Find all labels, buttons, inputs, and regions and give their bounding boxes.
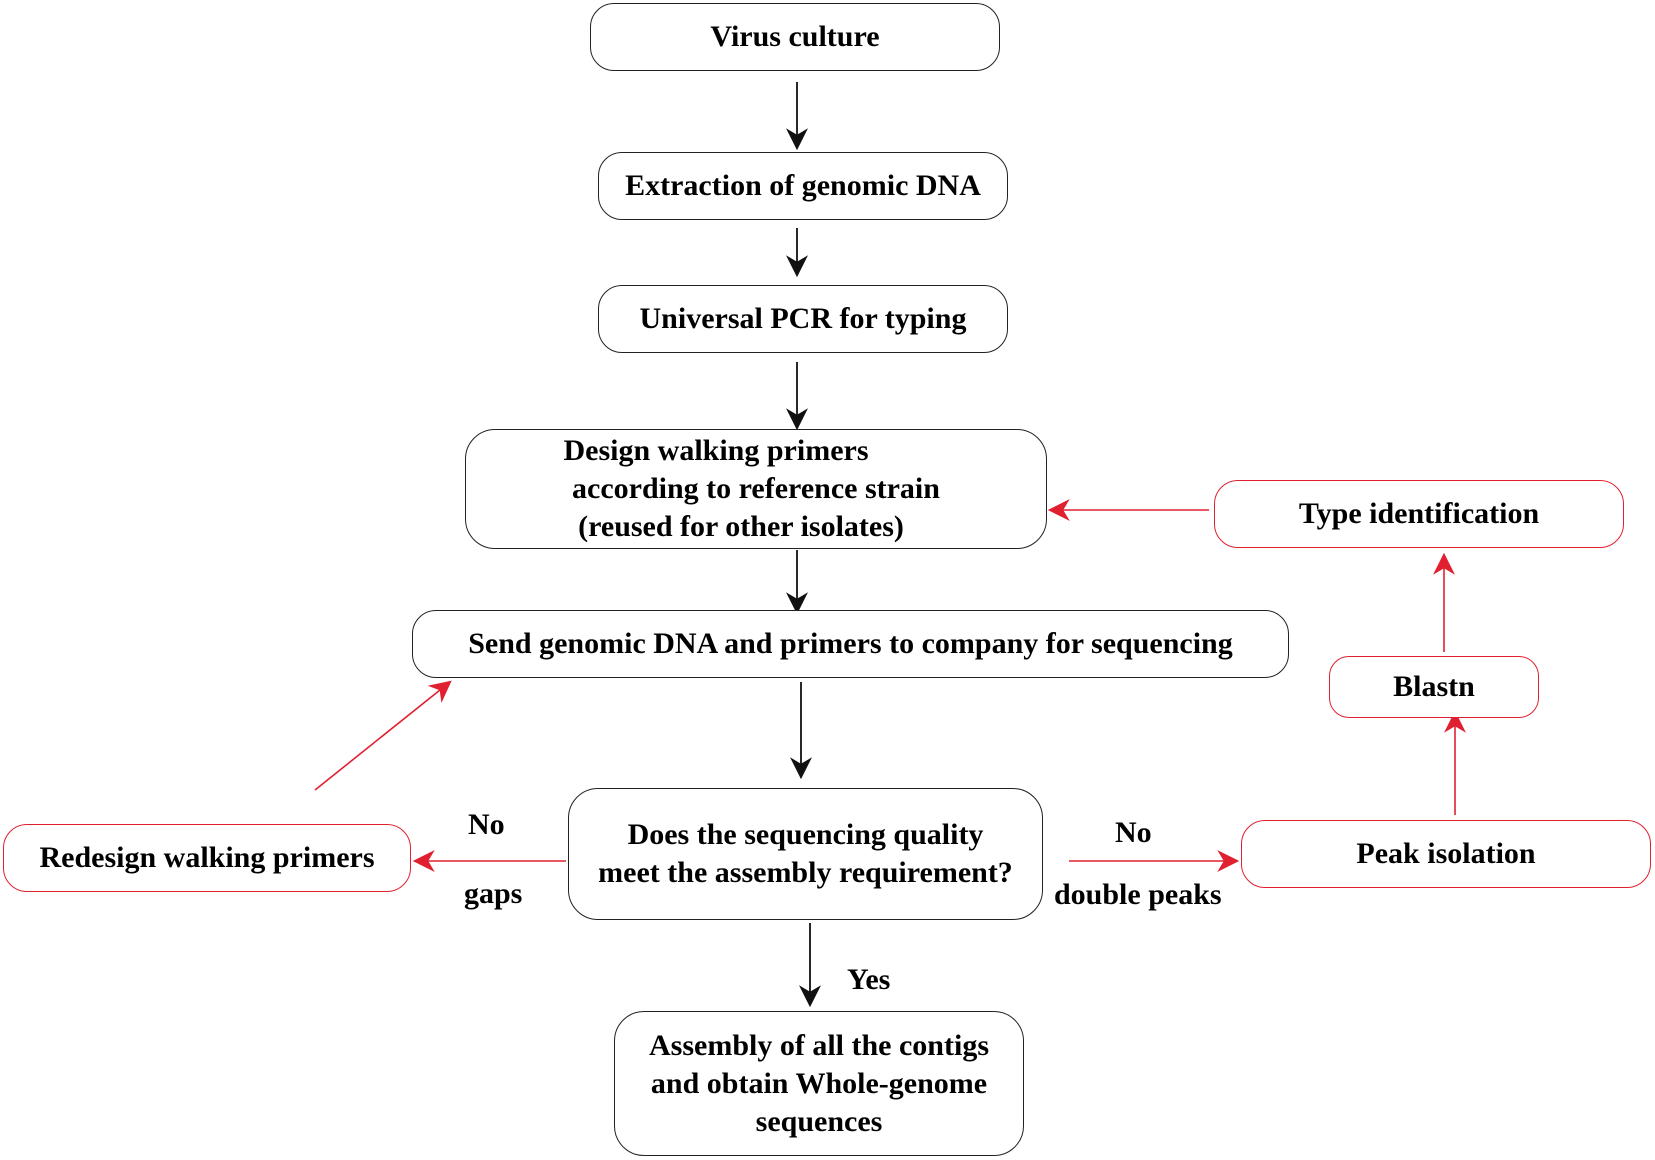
edge-label-no-right: No: [1115, 816, 1152, 849]
edge-label-gaps: gaps: [464, 877, 523, 910]
node-quality-check: Does the sequencing quality meet the ass…: [568, 788, 1043, 920]
node-type-identification: Type identification: [1214, 480, 1624, 548]
node-peak-isolation: Peak isolation: [1241, 820, 1651, 888]
node-design-walking-primers: Design walking primers according to refe…: [465, 429, 1047, 549]
node-send-genomic-dna: Send genomic DNA and primers to company …: [412, 610, 1289, 678]
node-blastn: Blastn: [1329, 656, 1539, 718]
arrow-redesign-to-send: [314, 680, 452, 791]
node-redesign-walking-primers: Redesign walking primers: [3, 824, 411, 892]
node-extraction-genomic-dna: Extraction of genomic DNA: [598, 152, 1008, 220]
node-assembly: Assembly of all the contigs and obtain W…: [614, 1011, 1024, 1156]
node-virus-culture: Virus culture: [590, 3, 1000, 71]
node-universal-pcr: Universal PCR for typing: [598, 285, 1008, 353]
edge-label-double-peaks: double peaks: [1054, 878, 1222, 911]
edge-label-no-left: No: [468, 808, 505, 841]
edge-label-yes: Yes: [847, 963, 891, 996]
